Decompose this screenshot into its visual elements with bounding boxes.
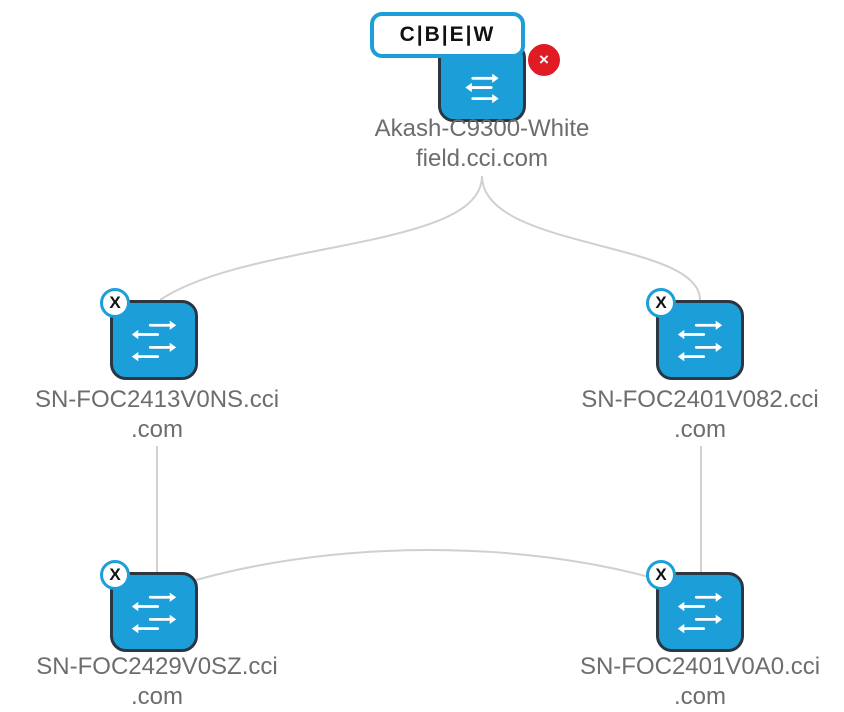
device-node-4-label-line1: SN-FOC2401V0A0.cci: [579, 653, 821, 680]
link-root-node1: [159, 175, 483, 301]
device-node-3-label-line1: SN-FOC2429V0SZ.cci: [36, 653, 278, 680]
link-node3-node4: [195, 549, 661, 581]
link-root-node2: [481, 175, 701, 301]
device-node-4-label[interactable]: SN-FOC2401V0A0.cci .com: [580, 652, 820, 712]
device-root-label[interactable]: Akash-C9300-White field.cci.com: [375, 114, 590, 174]
unreachable-badge-icon: X: [646, 560, 676, 590]
device-root-label-line1: Akash-C9300-White: [374, 115, 590, 142]
device-node-2-label-line1: SN-FOC2401V082.cci: [581, 386, 819, 413]
alert-icon[interactable]: ×: [528, 44, 560, 76]
device-node-1[interactable]: X: [100, 288, 206, 384]
device-node-1-label[interactable]: SN-FOC2413V0NS.cci .com: [35, 385, 279, 445]
device-node-3-label[interactable]: SN-FOC2429V0SZ.cci .com: [36, 652, 277, 712]
unreachable-badge-icon: X: [100, 560, 130, 590]
unreachable-badge-icon: X: [100, 288, 130, 318]
device-node-1-label-line1: SN-FOC2413V0NS.cci: [34, 386, 280, 413]
unreachable-badge-icon: X: [646, 288, 676, 318]
device-node-3-label-line2: .com: [130, 683, 183, 710]
role-tag[interactable]: C|B|E|W: [370, 12, 525, 58]
device-node-1-label-line2: .com: [130, 416, 184, 443]
device-node-2-label[interactable]: SN-FOC2401V082.cci .com: [581, 385, 818, 445]
device-node-4-label-line2: .com: [673, 683, 726, 710]
device-node-2-label-line2: .com: [673, 416, 726, 443]
device-node-4[interactable]: X: [646, 560, 752, 656]
device-node-3[interactable]: X: [100, 560, 206, 656]
device-node-2[interactable]: X: [646, 288, 752, 384]
device-root-label-line2: field.cci.com: [415, 145, 549, 172]
